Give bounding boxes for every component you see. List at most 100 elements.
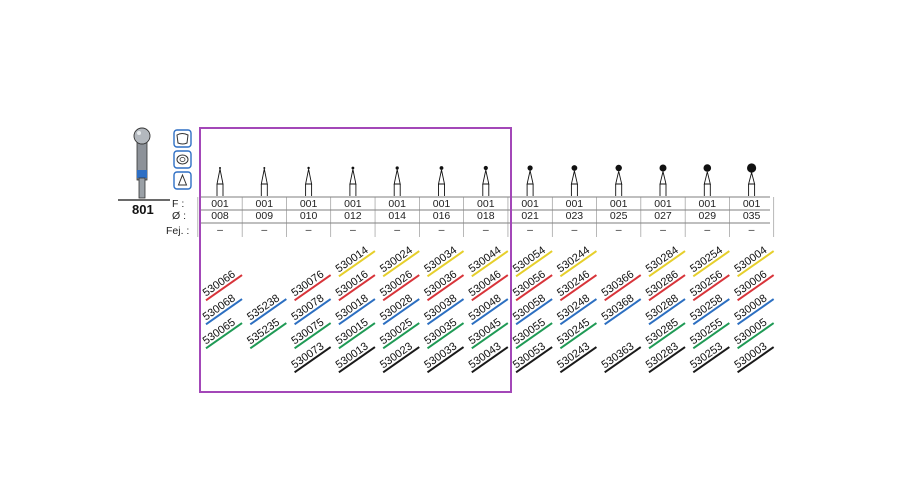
fej-value: – bbox=[394, 224, 400, 236]
order-code: 530044 bbox=[467, 244, 509, 278]
order-code-underline-blue bbox=[648, 298, 686, 326]
fej-value: – bbox=[261, 224, 267, 236]
order-code: 530054 bbox=[511, 244, 553, 278]
order-code-underline-red bbox=[294, 274, 332, 302]
diameter-value: 029 bbox=[699, 210, 717, 222]
order-code-underline-blue bbox=[382, 298, 420, 326]
fej-value: – bbox=[527, 224, 533, 236]
order-code-underline-yellow bbox=[559, 250, 598, 278]
order-code-underline-black bbox=[382, 346, 420, 374]
f-value: 001 bbox=[388, 198, 406, 210]
bur-head-silhouette bbox=[483, 165, 488, 171]
row-label-f: F : bbox=[172, 198, 184, 210]
order-code: 530004 bbox=[732, 244, 775, 278]
order-code: 530363 bbox=[599, 340, 642, 374]
diameter-value: 035 bbox=[743, 210, 761, 222]
diameter-value: 025 bbox=[610, 210, 628, 222]
order-code-underline-green bbox=[426, 322, 465, 350]
order-code-underline-red bbox=[205, 274, 243, 302]
bur-neck-silhouette bbox=[570, 170, 578, 185]
order-code-underline-yellow bbox=[737, 250, 775, 278]
f-value: 001 bbox=[521, 198, 539, 210]
bur-neck-silhouette bbox=[615, 171, 623, 185]
molar-occlusal-icon bbox=[173, 150, 192, 169]
f-value: 001 bbox=[654, 198, 672, 210]
f-value: 001 bbox=[300, 198, 318, 210]
order-code: 530254 bbox=[688, 244, 730, 278]
bur-neck-silhouette bbox=[349, 169, 357, 185]
order-code-underline-black bbox=[737, 346, 775, 374]
order-code-underline-red bbox=[471, 274, 509, 302]
order-code-underline-yellow bbox=[515, 250, 553, 278]
order-code-underline-blue bbox=[737, 298, 775, 326]
fej-value: – bbox=[749, 224, 755, 236]
diameter-value: 014 bbox=[388, 210, 406, 222]
diameter-value: 023 bbox=[566, 210, 584, 222]
f-value: 001 bbox=[743, 198, 761, 210]
bur-head-silhouette bbox=[219, 167, 221, 169]
fej-value: – bbox=[704, 224, 710, 236]
order-code-underline-black bbox=[692, 346, 730, 374]
order-code-underline-green bbox=[559, 322, 598, 350]
order-code-underline-yellow bbox=[692, 250, 730, 278]
bur-neck-silhouette bbox=[482, 170, 490, 185]
bur-head-silhouette bbox=[351, 166, 355, 170]
diameter-value: 021 bbox=[521, 210, 539, 222]
fej-value: – bbox=[439, 224, 445, 236]
f-value: 001 bbox=[699, 198, 717, 210]
order-code: 530076 bbox=[289, 268, 332, 302]
model-number: 801 bbox=[132, 202, 154, 217]
f-value: 001 bbox=[211, 198, 229, 210]
diameter-value: 016 bbox=[433, 210, 451, 222]
order-code-underline-blue bbox=[249, 298, 287, 326]
order-code-underline-yellow bbox=[382, 250, 420, 278]
order-code-underline-blue bbox=[559, 298, 598, 326]
order-code-underline-green bbox=[692, 322, 730, 350]
order-code-underline-black bbox=[338, 346, 376, 374]
diameter-value: 018 bbox=[477, 210, 495, 222]
order-code-underline-black bbox=[426, 346, 465, 374]
order-code-underline-red bbox=[648, 274, 686, 302]
order-code-underline-green bbox=[515, 322, 553, 350]
bur-head-silhouette bbox=[571, 165, 578, 171]
shank-color-band bbox=[137, 170, 147, 178]
order-code-underline-red bbox=[692, 274, 730, 302]
fej-value: – bbox=[217, 224, 223, 236]
order-code: 530244 bbox=[555, 244, 598, 278]
selection-frame bbox=[199, 127, 512, 393]
order-code: 530284 bbox=[644, 244, 686, 278]
order-code-underline-blue bbox=[471, 298, 509, 326]
bur-head-silhouette bbox=[527, 165, 533, 171]
order-code-underline-blue bbox=[692, 298, 730, 326]
row-label-diameter: Ø : bbox=[172, 210, 186, 222]
cone-tip-icon bbox=[173, 171, 192, 190]
diameter-value: 009 bbox=[256, 210, 274, 222]
bur-head bbox=[133, 127, 151, 145]
order-code-underline-blue bbox=[515, 298, 553, 326]
application-icons bbox=[173, 129, 192, 190]
fej-value: – bbox=[483, 224, 489, 236]
order-code-underline-red bbox=[737, 274, 775, 302]
bur-neck-silhouette bbox=[659, 171, 667, 185]
order-code-underline-blue bbox=[205, 298, 243, 326]
fej-value: – bbox=[306, 224, 312, 236]
order-code-underline-blue bbox=[338, 298, 376, 326]
order-code-underline-red bbox=[604, 274, 642, 302]
f-value: 001 bbox=[477, 198, 495, 210]
bur-neck-silhouette bbox=[216, 168, 224, 185]
bur-neck-silhouette bbox=[526, 170, 534, 185]
f-value: 001 bbox=[433, 198, 451, 210]
order-code: 530034 bbox=[422, 244, 465, 278]
order-code-underline-black bbox=[648, 346, 686, 374]
order-code-underline-yellow bbox=[338, 250, 376, 278]
bur-neck-silhouette bbox=[393, 169, 401, 185]
order-code-underline-blue bbox=[426, 298, 465, 326]
bur-head-silhouette bbox=[395, 166, 399, 170]
